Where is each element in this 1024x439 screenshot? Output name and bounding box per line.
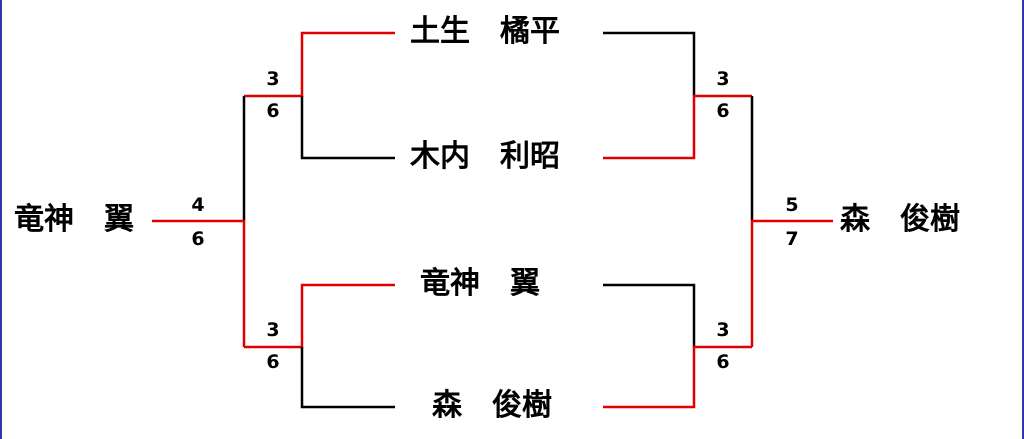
player-name-right-final: 森 俊樹 xyxy=(840,202,960,237)
score-right-upper-bottom: 6 xyxy=(716,100,730,122)
score-left-upper-top: 3 xyxy=(266,68,280,90)
player-name-top-3: 竜神 翼 xyxy=(420,266,540,301)
right-frame-edge xyxy=(1022,0,1024,439)
score-right-final-bottom: 7 xyxy=(785,228,799,250)
score-right-upper-top: 3 xyxy=(716,68,730,90)
score-left-final-top: 4 xyxy=(191,194,205,216)
right-sf1-winner-line xyxy=(603,94,752,160)
player-name-top-2: 木内 利昭 xyxy=(410,139,560,174)
player-name-left-final: 竜神 翼 xyxy=(14,202,134,237)
score-left-final-bottom: 6 xyxy=(191,228,205,250)
right-sf2-loser-line xyxy=(603,283,696,347)
score-left-upper-bottom: 6 xyxy=(266,100,280,122)
score-right-lower-bottom: 6 xyxy=(716,351,730,373)
score-left-lower-top: 3 xyxy=(266,319,280,341)
left-final-winner-line xyxy=(152,219,246,347)
right-final-winner-line xyxy=(750,219,833,347)
right-sf2-winner-line xyxy=(603,345,752,409)
right-sf1-loser-line xyxy=(603,31,696,96)
player-name-top-1: 土生 橘平 xyxy=(410,14,560,49)
score-right-final-top: 5 xyxy=(785,194,799,216)
left-sf1-loser-line xyxy=(300,96,395,160)
left-sf2-winner-line xyxy=(244,283,395,349)
left-frame-edge xyxy=(0,0,2,439)
left-sf1-winner-line xyxy=(244,31,395,98)
score-right-lower-top: 3 xyxy=(716,319,730,341)
player-name-top-4: 森 俊樹 xyxy=(432,388,552,423)
left-sf2-loser-line xyxy=(300,347,395,409)
score-left-lower-bottom: 6 xyxy=(266,351,280,373)
